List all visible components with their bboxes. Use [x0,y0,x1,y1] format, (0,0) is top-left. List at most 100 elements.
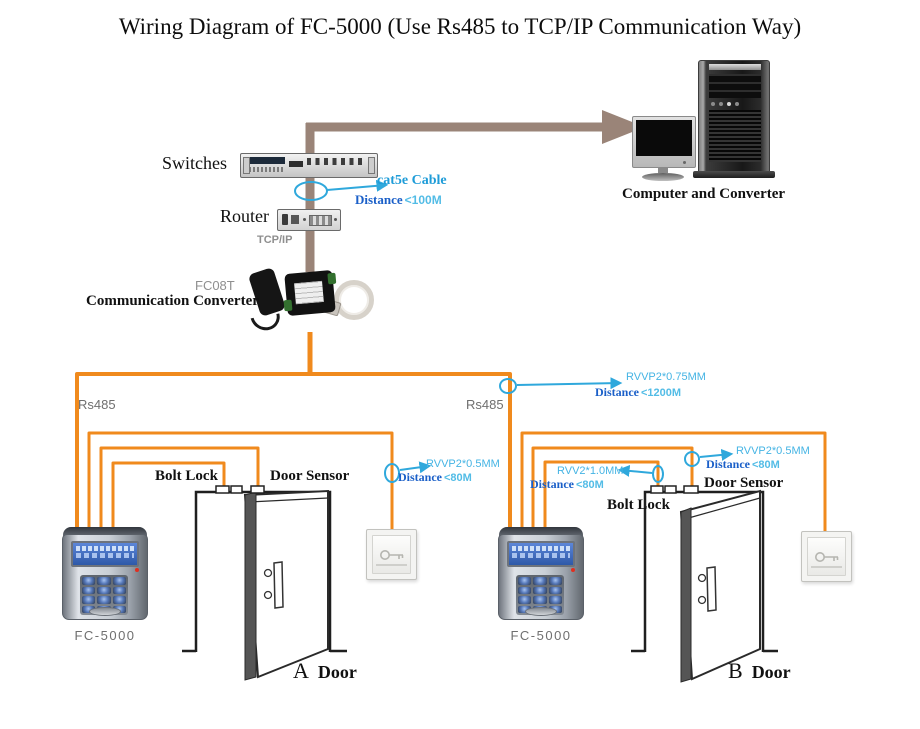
distance-value: <80M [752,459,780,471]
tower-button [719,102,723,106]
switch-display [289,161,303,167]
distance-value: <100M [404,193,442,207]
keypad-key [97,596,111,604]
exit-button-a [366,529,417,580]
distance-word: Distance [355,192,403,207]
cat5e-cable-label: cat5e Cable [377,173,447,188]
door-handle-a [273,561,284,609]
keypad-key [112,586,126,594]
junction-ellipse-cat5e [294,181,328,201]
door-handle-a-knob [263,590,273,600]
converter-model-label: FC08T [195,278,235,293]
keypad-key [97,586,111,594]
network-switch-device [240,153,378,178]
distance-word: Distance [530,477,574,491]
keypad-key [97,577,111,585]
keypad-key [548,596,562,604]
keypad-key [82,596,96,604]
exit-button-b [801,531,852,582]
junction-ellipse-bolt-b [652,465,664,483]
monitor-screen [636,120,692,156]
router-port-icon [291,215,299,224]
switches-label: Switches [162,153,227,173]
rs485-label-right: Rs485 [466,397,504,412]
wire-exit-button-b [520,431,827,534]
keypad-key [82,586,96,594]
keypad-key [548,577,562,585]
bolt-lock-label-b: Bolt Lock [607,497,670,513]
converter-terminal [283,299,293,312]
exit-button-groove [811,566,842,568]
router-port-icon [282,214,288,225]
fc5000-terminal-b [498,527,584,620]
router-device [277,209,341,231]
door-handle-a-knob [263,568,273,578]
keypad-key [548,586,562,594]
wire-door-sensor-a [99,446,260,529]
callout-arrow-cat5e [326,179,389,192]
bolt-lock-block-b [664,485,677,494]
fc5000-lcd-text-line [512,546,570,551]
distance-value: <80M [444,472,472,484]
bolt-lock-block-b [650,485,664,494]
exit-a-cable-label: RVVP2*0.5MM [426,458,500,470]
computer-monitor [632,116,696,181]
exit-button-panel [807,537,846,576]
cat5e-distance-label: Distance<100M [355,191,442,209]
fc5000-top-cap [63,527,147,538]
door-frame-b [631,490,778,653]
switch-vent-lines [249,167,283,172]
converter-terminal [327,272,337,285]
distance-value: <1200M [641,387,682,399]
fc5000-swipe-slot [89,607,121,616]
keypad-key [112,577,126,585]
keypad-key [533,596,547,604]
computer-tower [693,60,775,178]
fc5000-body [62,534,148,620]
door-handle-b [706,566,717,612]
key-icon [815,552,839,562]
converter-cable-coil [334,280,374,320]
computer-arrowhead [602,110,645,144]
keypad-key [533,586,547,594]
tower-button [735,102,739,106]
keypad-key [518,577,532,585]
router-led [303,218,306,221]
tower-top-vent [709,64,761,70]
fc5000-lcd-screen [507,541,575,567]
door-word: Door [317,662,357,682]
fc5000-lcd-text-line [512,553,570,558]
exit-a-distance-label: Distance<80M [398,468,472,486]
wire-bolt-lock-a [111,461,226,529]
door-sensor-label-b: Door Sensor [704,475,784,491]
tower-button [711,102,715,106]
tower-front-vents [709,110,761,162]
bolt-lock-label-a: Bolt Lock [155,468,218,484]
bolt-b-distance-label: Distance<80M [530,475,604,493]
door-leaf-b-hinge-edge [680,507,692,683]
rs485-label-left: Rs485 [78,397,116,412]
sensor-b-distance-label: Distance<80M [706,455,780,473]
junction-ellipse-sensor-b [684,451,700,467]
converter-box-label [294,280,324,305]
door-handle-b-knob [697,573,707,583]
keypad-key [112,596,126,604]
junction-ellipse-exit-a [384,463,400,483]
tower-base [693,171,775,178]
door-leaf-b-edge [684,497,761,520]
door-sensor-block-a [250,485,265,494]
rs485-bus [75,372,512,529]
fc5000-lcd-text-line [76,553,134,558]
door-leaf-b [679,489,761,681]
trunk-cable-label: RVVP2*0.75MM [626,371,706,383]
monitor-frame [632,116,696,168]
keypad-key [82,605,96,613]
monitor-stand-base [642,173,684,181]
door-handle-b-knob [697,595,707,605]
monitor-power-led [683,161,686,164]
junction-ellipse-trunk [499,378,517,394]
door-sensor-block-b [683,485,699,494]
distance-word: Distance [595,385,639,399]
